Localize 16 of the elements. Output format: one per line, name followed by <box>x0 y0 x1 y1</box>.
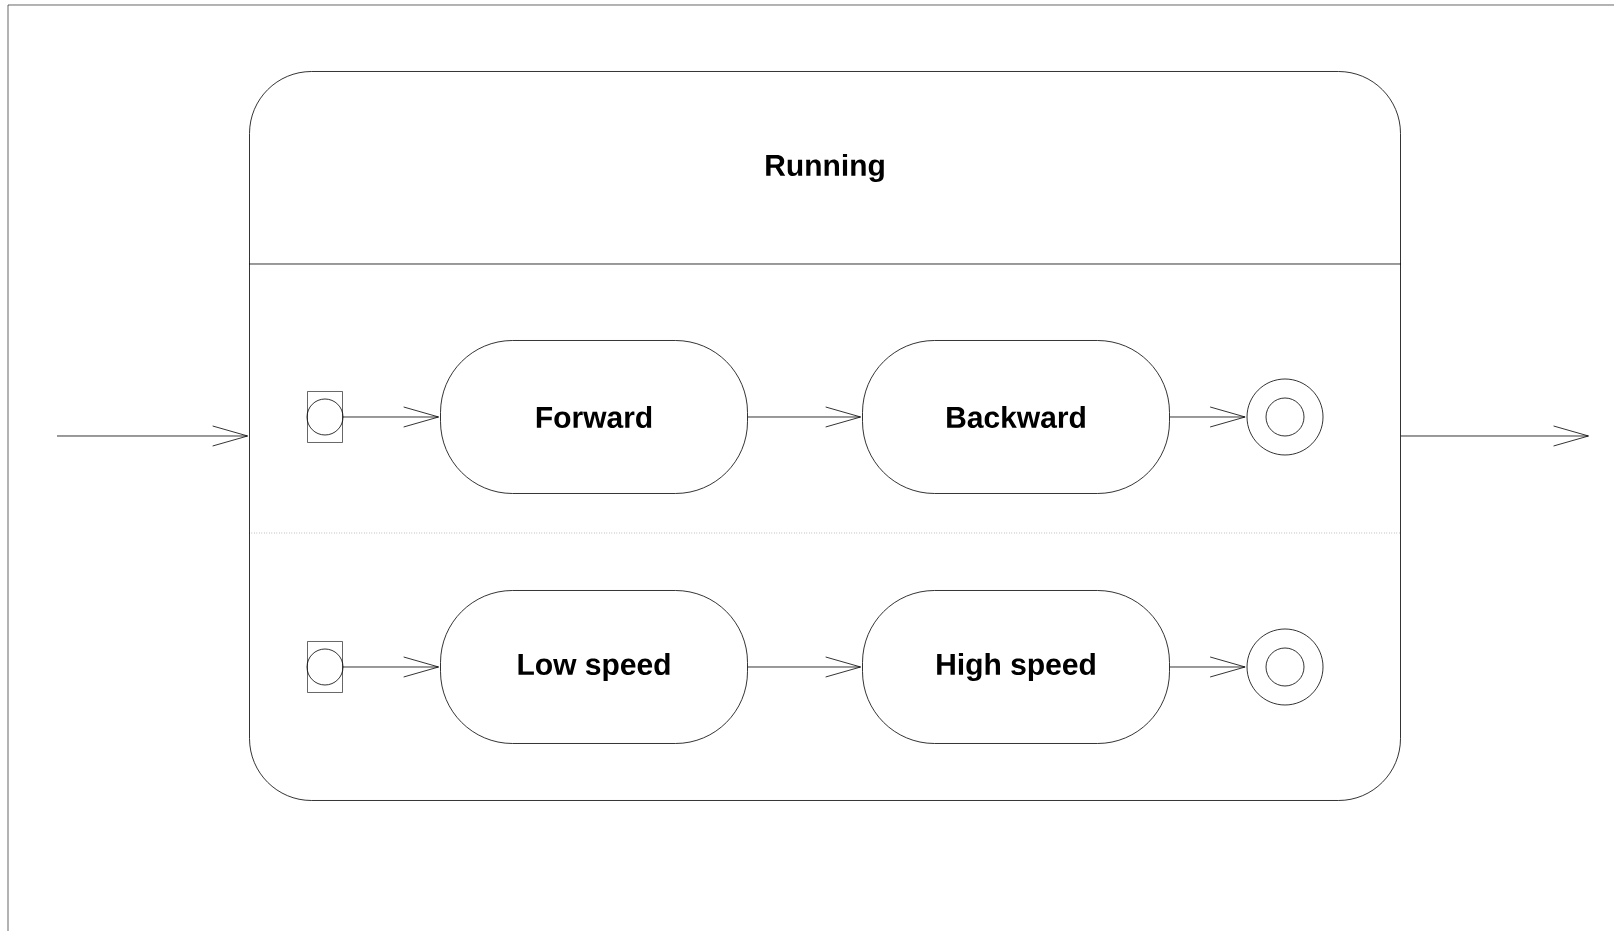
final-state <box>1246 628 1324 706</box>
state-box: Low speed <box>440 590 748 744</box>
arrow <box>1169 406 1246 428</box>
initial-state <box>306 641 344 693</box>
arrow <box>1400 425 1589 447</box>
initial-state <box>306 391 344 443</box>
arrow <box>342 656 440 678</box>
final-state <box>1246 378 1324 456</box>
state-box: Backward <box>862 340 1170 494</box>
state-box: Forward <box>440 340 748 494</box>
state-box: High speed <box>862 590 1170 744</box>
arrow <box>747 406 862 428</box>
arrow <box>56 425 249 447</box>
arrow <box>1169 656 1246 678</box>
arrow <box>342 406 440 428</box>
arrow <box>747 656 862 678</box>
